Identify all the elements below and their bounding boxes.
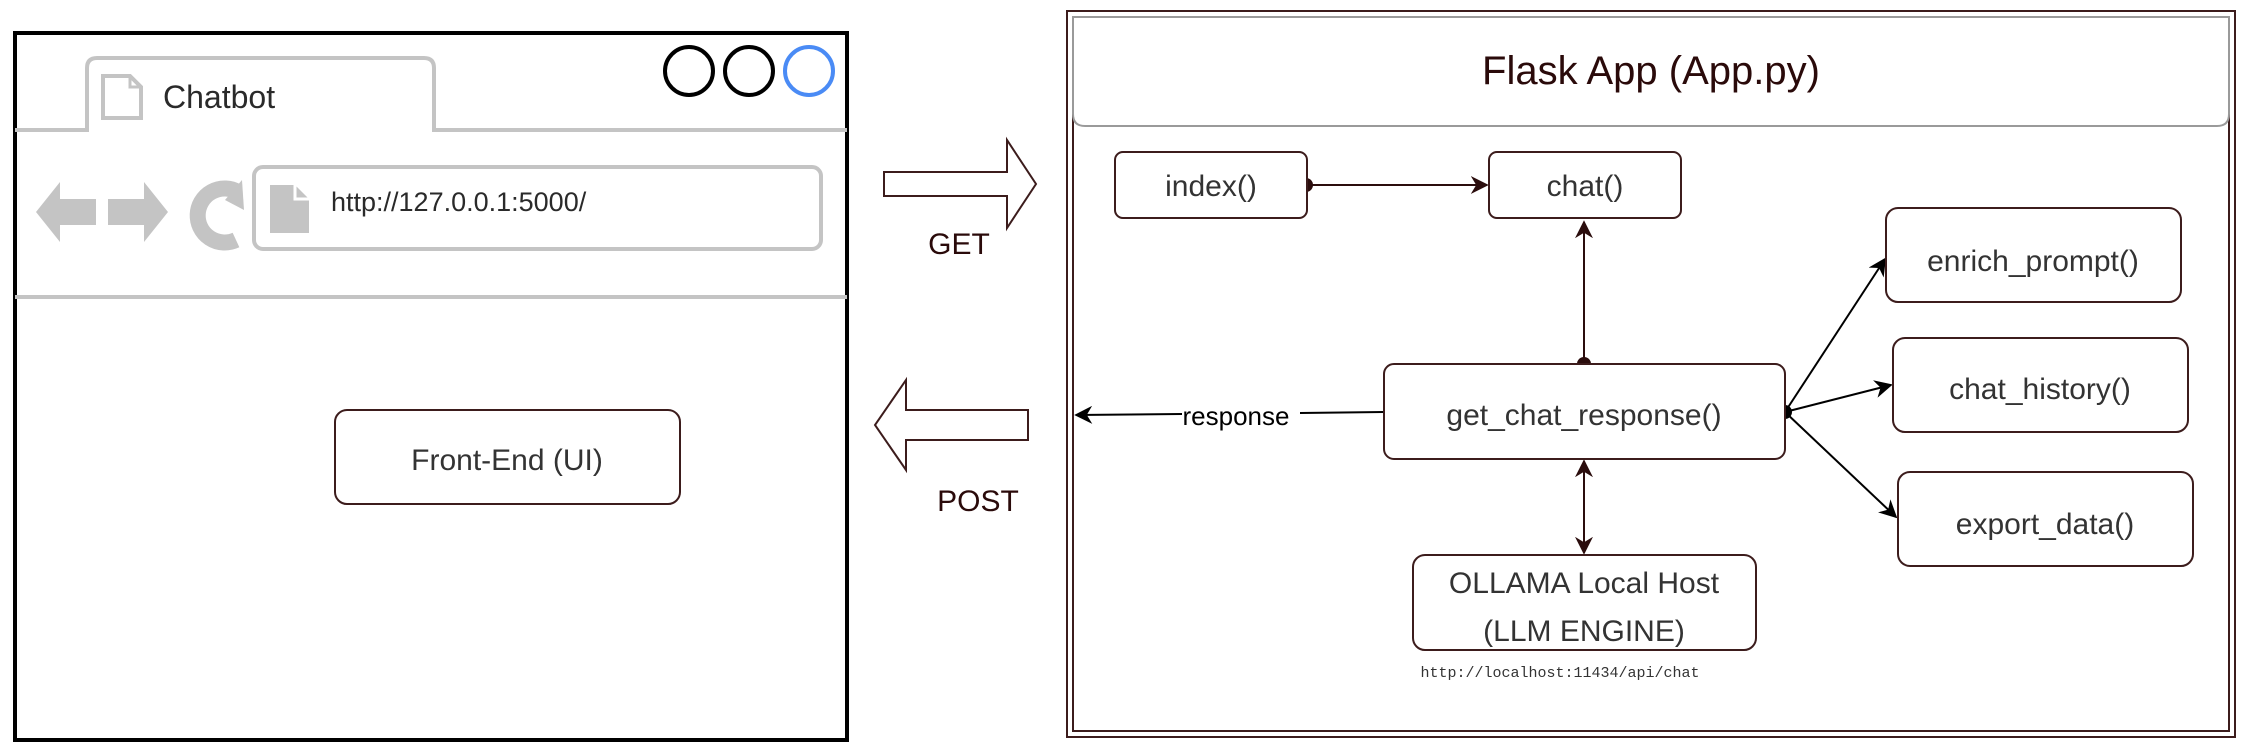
flask-outer-frame bbox=[1066, 10, 2236, 738]
node-enrich-prompt bbox=[1885, 207, 2182, 303]
address-bar[interactable] bbox=[252, 165, 823, 251]
connector-export bbox=[1784, 411, 1898, 519]
frontend-label: Front-End (UI) bbox=[411, 444, 603, 477]
browser-frame bbox=[13, 31, 849, 742]
ollama-url: http://localhost:11434/api/chat bbox=[1420, 665, 1699, 682]
refresh-icon[interactable] bbox=[189, 180, 244, 251]
flask-title: Flask App (App.py) bbox=[1482, 49, 1820, 93]
window-control-circle-active[interactable] bbox=[783, 45, 835, 97]
flask-app-container: Flask App (App.py) bbox=[1066, 10, 2236, 738]
node-get-chat-response bbox=[1383, 363, 1786, 460]
node-chat-history bbox=[1892, 337, 2189, 433]
forward-arrow-icon[interactable] bbox=[108, 182, 168, 242]
node-chat bbox=[1488, 151, 1682, 219]
connector-response-back bbox=[1074, 405, 1385, 424]
node-chat-history-label: chat_history() bbox=[1949, 373, 2131, 406]
post-label: POST bbox=[937, 485, 1019, 518]
get-label: GET bbox=[928, 228, 990, 261]
url-text: http://127.0.0.1:5000/ bbox=[331, 187, 587, 217]
window-control-circle[interactable] bbox=[663, 45, 715, 97]
node-get-chat-response-label: get_chat_response() bbox=[1446, 399, 1721, 432]
document-icon bbox=[101, 74, 143, 120]
node-export-data bbox=[1897, 471, 2194, 567]
node-index bbox=[1114, 151, 1308, 219]
node-index-label: index() bbox=[1165, 170, 1257, 203]
post-arrow bbox=[873, 376, 1029, 474]
node-ollama-line1: OLLAMA Local Host bbox=[1449, 567, 1720, 600]
node-export-data-label: export_data() bbox=[1956, 508, 2134, 541]
get-arrow bbox=[883, 136, 1038, 232]
connector-history bbox=[1784, 380, 1893, 413]
back-arrow-icon[interactable] bbox=[36, 182, 96, 242]
connector-enrich bbox=[1784, 257, 1886, 413]
node-enrich-prompt-label: enrich_prompt() bbox=[1927, 245, 2139, 278]
node-chat-label: chat() bbox=[1547, 170, 1624, 203]
document-icon bbox=[270, 185, 309, 233]
node-ollama bbox=[1412, 554, 1757, 651]
frontend-node bbox=[334, 409, 681, 505]
browser-window: Chatbot http://127.0.0.1:5000/ Front-End… bbox=[13, 31, 849, 742]
window-control-circle[interactable] bbox=[723, 45, 775, 97]
response-label: response bbox=[1183, 401, 1290, 431]
flask-header bbox=[1072, 16, 2230, 127]
node-ollama-line2: (LLM ENGINE) bbox=[1483, 615, 1685, 648]
tab-title: Chatbot bbox=[163, 79, 275, 115]
browser-tab[interactable] bbox=[15, 56, 847, 132]
